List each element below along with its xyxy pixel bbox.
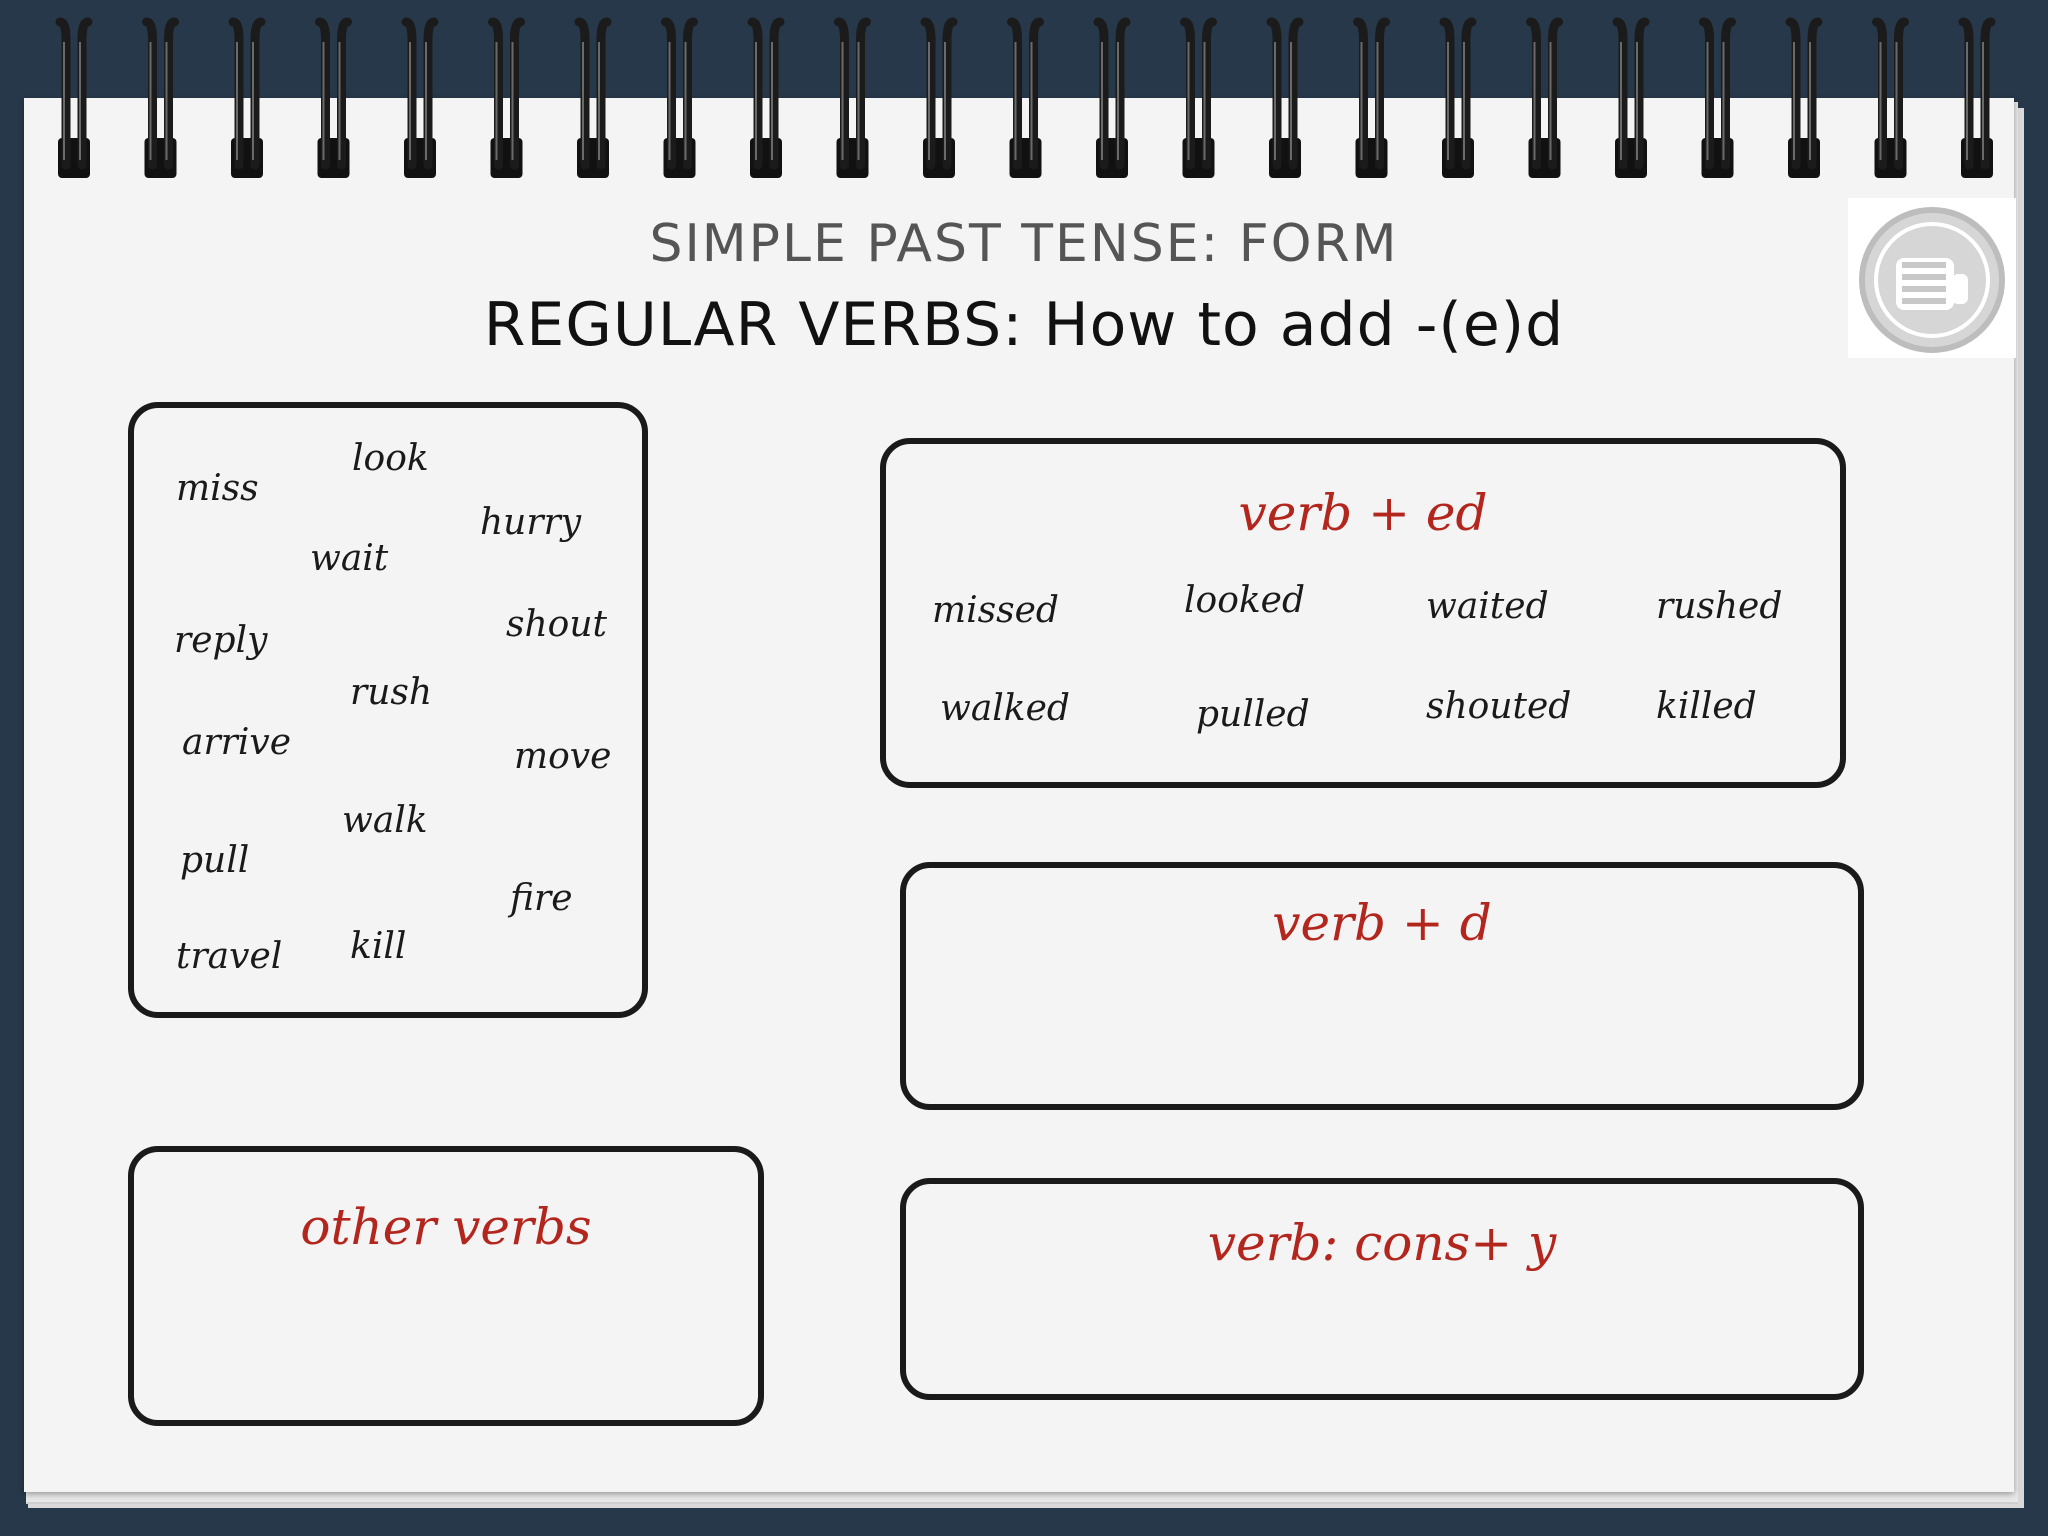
- ed-word[interactable]: shouted: [1426, 686, 1572, 727]
- spiral-binding: [55, 17, 1996, 178]
- word-bank-word[interactable]: shout: [506, 604, 607, 645]
- verb-d-box[interactable]: verb + d: [900, 862, 1864, 1110]
- hand-logo-icon: [1859, 207, 2005, 353]
- verb-ed-box[interactable]: verb + ed missed looked waited rushed wa…: [880, 438, 1846, 788]
- word-bank-box: look miss hurry wait shout reply rush ar…: [128, 402, 648, 1018]
- word-bank-word[interactable]: travel: [176, 936, 283, 977]
- binding-ring: [834, 17, 871, 178]
- notebook-page: [24, 98, 2014, 1492]
- word-bank-word[interactable]: miss: [176, 468, 259, 509]
- verb-ed-heading: verb + ed: [1238, 484, 1488, 542]
- binding-ring: [228, 17, 266, 178]
- ed-word[interactable]: pulled: [1196, 694, 1310, 735]
- word-bank-word[interactable]: hurry: [480, 502, 582, 543]
- binding-ring: [1872, 17, 1909, 178]
- binding-ring: [488, 17, 525, 178]
- binding-ring: [142, 17, 179, 178]
- ed-word[interactable]: walked: [940, 688, 1070, 729]
- page-subtitle: REGULAR VERBS: How to add -(e)d: [483, 290, 1565, 360]
- binding-ring: [747, 17, 785, 178]
- binding-ring: [55, 17, 93, 178]
- word-bank-word[interactable]: walk: [342, 800, 428, 841]
- word-bank-word[interactable]: pull: [180, 840, 250, 881]
- binding-ring: [1353, 17, 1390, 178]
- verb-d-heading: verb + d: [1272, 894, 1492, 952]
- binding-ring: [574, 17, 612, 178]
- binding-ring: [1093, 17, 1131, 178]
- page-title: SIMPLE PAST TENSE: FORM: [649, 214, 1399, 274]
- verb-cons-y-box[interactable]: verb: cons+ y: [900, 1178, 1864, 1400]
- other-verbs-heading: other verbs: [300, 1198, 592, 1256]
- ed-word[interactable]: looked: [1184, 580, 1306, 621]
- binding-ring: [1526, 17, 1563, 178]
- binding-ring: [1699, 17, 1736, 178]
- logo: [1848, 198, 2016, 358]
- binding-ring: [401, 17, 439, 178]
- word-bank-word[interactable]: rush: [350, 672, 433, 713]
- ed-word[interactable]: waited: [1426, 586, 1549, 627]
- binding-ring: [1612, 17, 1650, 178]
- other-verbs-box[interactable]: other verbs: [128, 1146, 764, 1426]
- ed-word[interactable]: rushed: [1656, 586, 1783, 627]
- binding-ring: [1266, 17, 1304, 178]
- word-bank-word[interactable]: reply: [174, 620, 268, 661]
- binding-ring: [1180, 17, 1217, 178]
- word-bank-word[interactable]: look: [352, 438, 429, 479]
- binding-ring: [1785, 17, 1823, 178]
- word-bank-word[interactable]: move: [514, 736, 612, 777]
- word-bank-word[interactable]: fire: [510, 878, 573, 919]
- binding-ring: [315, 17, 352, 178]
- word-bank-word[interactable]: arrive: [182, 722, 292, 763]
- word-bank-word[interactable]: wait: [310, 538, 389, 579]
- verb-cons-y-heading: verb: cons+ y: [1207, 1214, 1557, 1272]
- binding-ring: [1958, 17, 1996, 178]
- binding-ring: [1439, 17, 1477, 178]
- binding-ring: [920, 17, 958, 178]
- word-bank-word[interactable]: kill: [350, 926, 407, 967]
- binding-ring: [1007, 17, 1044, 178]
- binding-ring: [661, 17, 698, 178]
- ed-word[interactable]: missed: [932, 590, 1059, 631]
- ed-word[interactable]: killed: [1656, 686, 1757, 727]
